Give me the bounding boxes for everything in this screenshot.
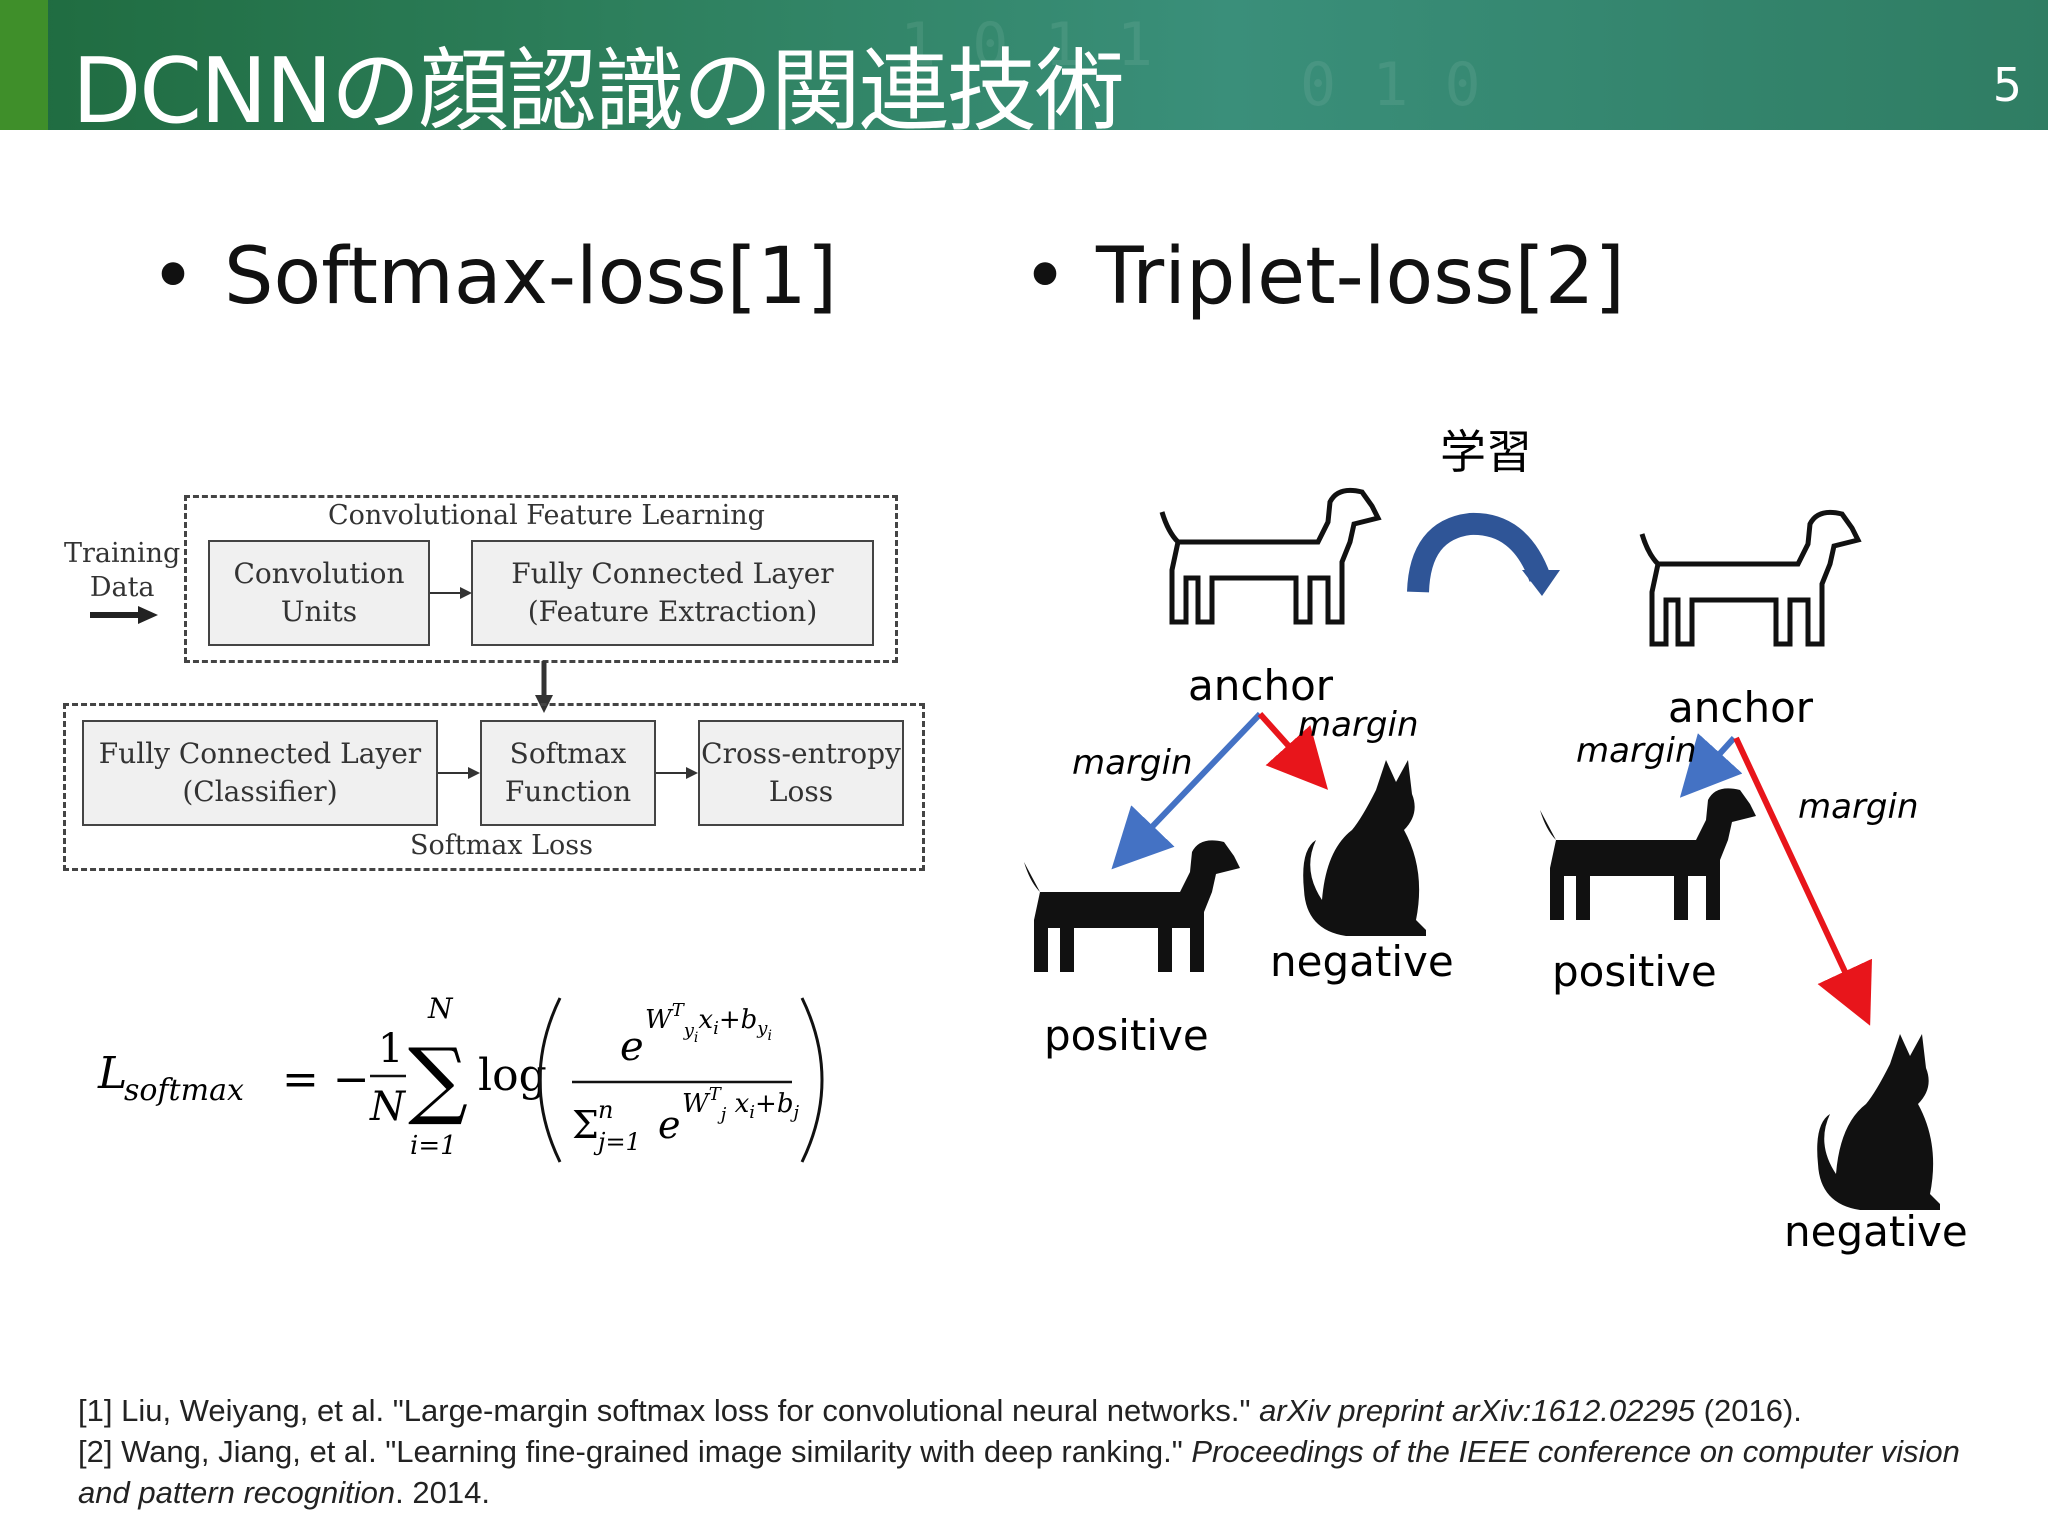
reference-2-year: . 2014.	[395, 1475, 490, 1510]
slide-header: 1 0 1 1 0 1 0 DCNNの顔認識の関連技術 5	[0, 0, 2048, 130]
formula-sum-symbol: ∑	[408, 1030, 468, 1128]
softmax-loss-formula: L softmax = − 1 N N ∑ i=1 log e WTyixi+b…	[97, 992, 824, 1163]
bullet-softmax-text: Softmax-loss[1]	[224, 232, 838, 322]
triplet-loss-diagram: 学習 anchor margin margin positive negativ…	[1024, 425, 1968, 1256]
header-decoration: 0 1 0	[1300, 50, 1481, 120]
negative-cat-before-icon	[1303, 760, 1426, 936]
formula-sum-bottom: i=1	[410, 1131, 457, 1161]
reference-2: [2] Wang, Jiang, et al. "Learning fine-g…	[78, 1431, 2018, 1513]
anchor-dog-after-icon	[1642, 512, 1858, 644]
cross-entropy-box: Cross-entropy Loss	[698, 720, 904, 826]
convolutional-feature-group	[184, 495, 898, 663]
formula-left-paren	[538, 997, 562, 1163]
positive-arrow-before	[1111, 711, 1263, 870]
formula-equals: = −	[282, 1054, 370, 1105]
convolutional-feature-label: Convolutional Feature Learning	[322, 500, 771, 531]
training-data-arrow	[90, 606, 158, 624]
header-accent-bar	[0, 0, 48, 130]
learn-arrow-head	[1522, 570, 1560, 596]
page-number: 5	[1992, 58, 2022, 112]
negative-label-after: negative	[1784, 1207, 1968, 1256]
formula-numerator-exponent: WTyixi+byi	[645, 1000, 772, 1046]
anchor-label-before: anchor	[1188, 661, 1334, 710]
reference-1-year: (2016).	[1695, 1393, 1802, 1428]
positive-label-before: positive	[1044, 1011, 1209, 1060]
negative-label-before: negative	[1270, 937, 1454, 986]
reference-1: [1] Liu, Weiyang, et al. "Large-margin s…	[78, 1390, 2018, 1431]
bullet-triplet-loss: • Triplet-loss[2]	[1022, 232, 1625, 322]
slide-title: DCNNの顔認識の関連技術	[72, 39, 1125, 130]
bullet-triplet-text: Triplet-loss[2]	[1096, 232, 1625, 322]
reference-2-venue: Proceedings of the IEEE conference on co…	[78, 1434, 1960, 1510]
training-data-label: Training Data	[64, 538, 181, 603]
arrow-conv-to-fc	[430, 587, 472, 599]
header-decoration: 1 0 1 1	[900, 10, 1153, 80]
learn-arrow	[1407, 512, 1551, 593]
margin-positive-after: margin	[1576, 731, 1697, 771]
formula-right-paren	[800, 997, 824, 1163]
softmax-loss-label: Softmax Loss	[410, 830, 594, 861]
arrow-classifier-to-softmax	[438, 767, 480, 779]
formula-numerator-base: e	[620, 1024, 644, 1070]
formula-sum-top: N	[427, 992, 454, 1025]
formula-lhs-subscript: softmax	[124, 1073, 244, 1108]
negative-cat-after-icon	[1817, 1034, 1940, 1210]
positive-label-after: positive	[1552, 947, 1717, 996]
formula-log: log	[478, 1050, 547, 1101]
softmax-function-box: Softmax Function	[480, 720, 656, 826]
formula-lhs: L	[97, 1048, 127, 1099]
positive-dog-before-icon	[1024, 840, 1240, 972]
references: [1] Liu, Weiyang, et al. "Large-margin s…	[78, 1390, 2018, 1513]
bullet-symbol: •	[1022, 232, 1069, 322]
fc-feature-extraction-box: Fully Connected Layer (Feature Extractio…	[471, 540, 874, 646]
anchor-label-after: anchor	[1668, 683, 1814, 732]
reference-2-text: [2] Wang, Jiang, et al. "Learning fine-g…	[78, 1434, 1192, 1469]
formula-frac-denominator: N	[369, 1084, 407, 1130]
formula-denominator-exponent: WTj xi+bj	[682, 1084, 799, 1125]
reference-1-text: [1] Liu, Weiyang, et al. "Large-margin s…	[78, 1393, 1260, 1428]
formula-denominator-base: e	[658, 1103, 681, 1147]
reference-1-venue: arXiv preprint arXiv:1612.02295	[1259, 1393, 1696, 1428]
softmax-loss-group	[63, 703, 925, 871]
positive-arrow-after	[1679, 733, 1743, 798]
softmax-loss-diagram: Training Data Convolutional Feature Lear…	[60, 485, 940, 885]
fc-classifier-box: Fully Connected Layer (Classifier)	[82, 720, 438, 826]
convolution-units-box: Convolution Units	[208, 540, 430, 646]
arrow-softmax-to-loss	[656, 767, 698, 779]
formula-denominator-sum-top: n	[598, 1096, 613, 1124]
positive-dog-after-icon	[1540, 788, 1756, 920]
learn-label: 学習	[1440, 425, 1532, 479]
margin-negative-before: margin	[1298, 705, 1419, 745]
formula-denominator-sum: Σ	[572, 1103, 599, 1147]
bullet-softmax-loss: • Softmax-loss[1]	[150, 232, 837, 322]
formula-frac-numerator: 1	[378, 1026, 403, 1072]
anchor-dog-before-icon	[1162, 490, 1378, 622]
bullet-symbol: •	[150, 232, 197, 322]
negative-arrow-before	[1257, 711, 1329, 790]
margin-negative-after: margin	[1798, 787, 1919, 827]
negative-arrow-after	[1733, 736, 1872, 1026]
formula-denominator-sum-bottom: j=1	[593, 1128, 641, 1156]
margin-positive-before: margin	[1072, 743, 1193, 783]
